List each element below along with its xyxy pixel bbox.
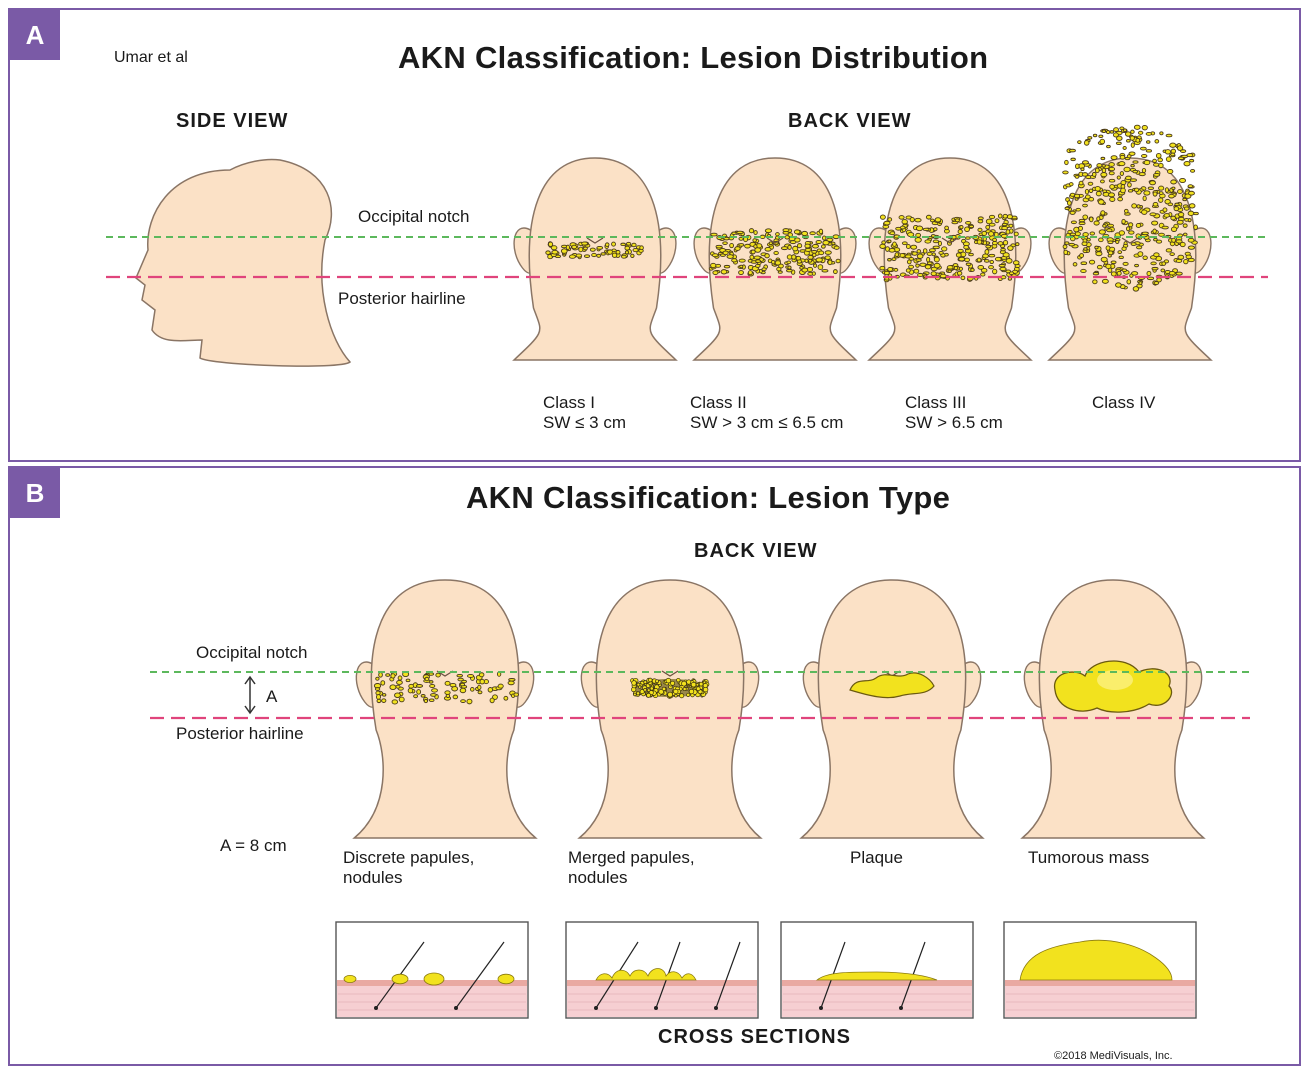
hair-follicle [454,1006,458,1010]
head-outline [579,580,760,838]
head-outline [514,158,676,360]
class-i-head [514,158,676,360]
dermis-layer [337,982,527,1017]
merged-papules-head [579,580,760,838]
epidermis-layer [782,980,972,986]
class-iv-head [1049,125,1211,360]
dermis-layer [782,982,972,1017]
papule [392,974,408,984]
class-iv-caption: Class IV [1092,393,1155,413]
dermis-layer [567,982,757,1017]
type-merged-caption: Merged papules,nodules [568,848,695,888]
head-outline [1049,158,1211,360]
cross-sections-label: CROSS SECTIONS [658,1026,851,1049]
type-plaque-caption: Plaque [850,848,903,868]
epidermis-layer [1005,980,1195,986]
side-view-head [136,159,350,366]
class-iii-head [869,158,1031,360]
panel-a: A Umar et al AKN Classification: Lesion … [8,8,1301,462]
distance-arrow [245,677,255,713]
distance-value-label: A = 8 cm [220,835,287,856]
type-discrete-caption: Discrete papules,nodules [343,848,474,888]
tumorous-mass-head [1022,580,1203,838]
occipital-notch-label-a: Occipital notch [358,206,470,227]
cross-section-discrete [336,922,528,1018]
cross-section-merged [566,922,758,1018]
discrete-papules-head [354,580,535,838]
panel-b-illustration [10,468,1303,1068]
copyright-text: ©2018 MediVisuals, Inc. [1054,1050,1173,1062]
class-ii-head [694,158,856,360]
cross-section-tumorous [1004,922,1196,1018]
epidermis-layer [567,980,757,986]
dermis-layer [1005,982,1195,1017]
hair-follicle [819,1006,823,1010]
hair-follicle [654,1006,658,1010]
occipital-notch-label-b: Occipital notch [196,642,308,663]
head-outline [801,580,982,838]
type-tumorous-caption: Tumorous mass [1028,848,1149,868]
posterior-hairline-label-b: Posterior hairline [176,723,304,744]
plaque-head [801,580,982,838]
cross-section-plaque [781,922,973,1018]
hair-follicle [594,1006,598,1010]
papule [498,974,514,984]
papule [424,973,444,985]
head-outline [354,580,535,838]
hair-follicle [374,1006,378,1010]
panel-b: B AKN Classification: Lesion Type BACK V… [8,466,1301,1066]
posterior-hairline-label-a: Posterior hairline [338,288,466,309]
hair-follicle [899,1006,903,1010]
papule [344,975,356,982]
distance-marker-label: A [266,686,277,707]
hair-follicle [714,1006,718,1010]
